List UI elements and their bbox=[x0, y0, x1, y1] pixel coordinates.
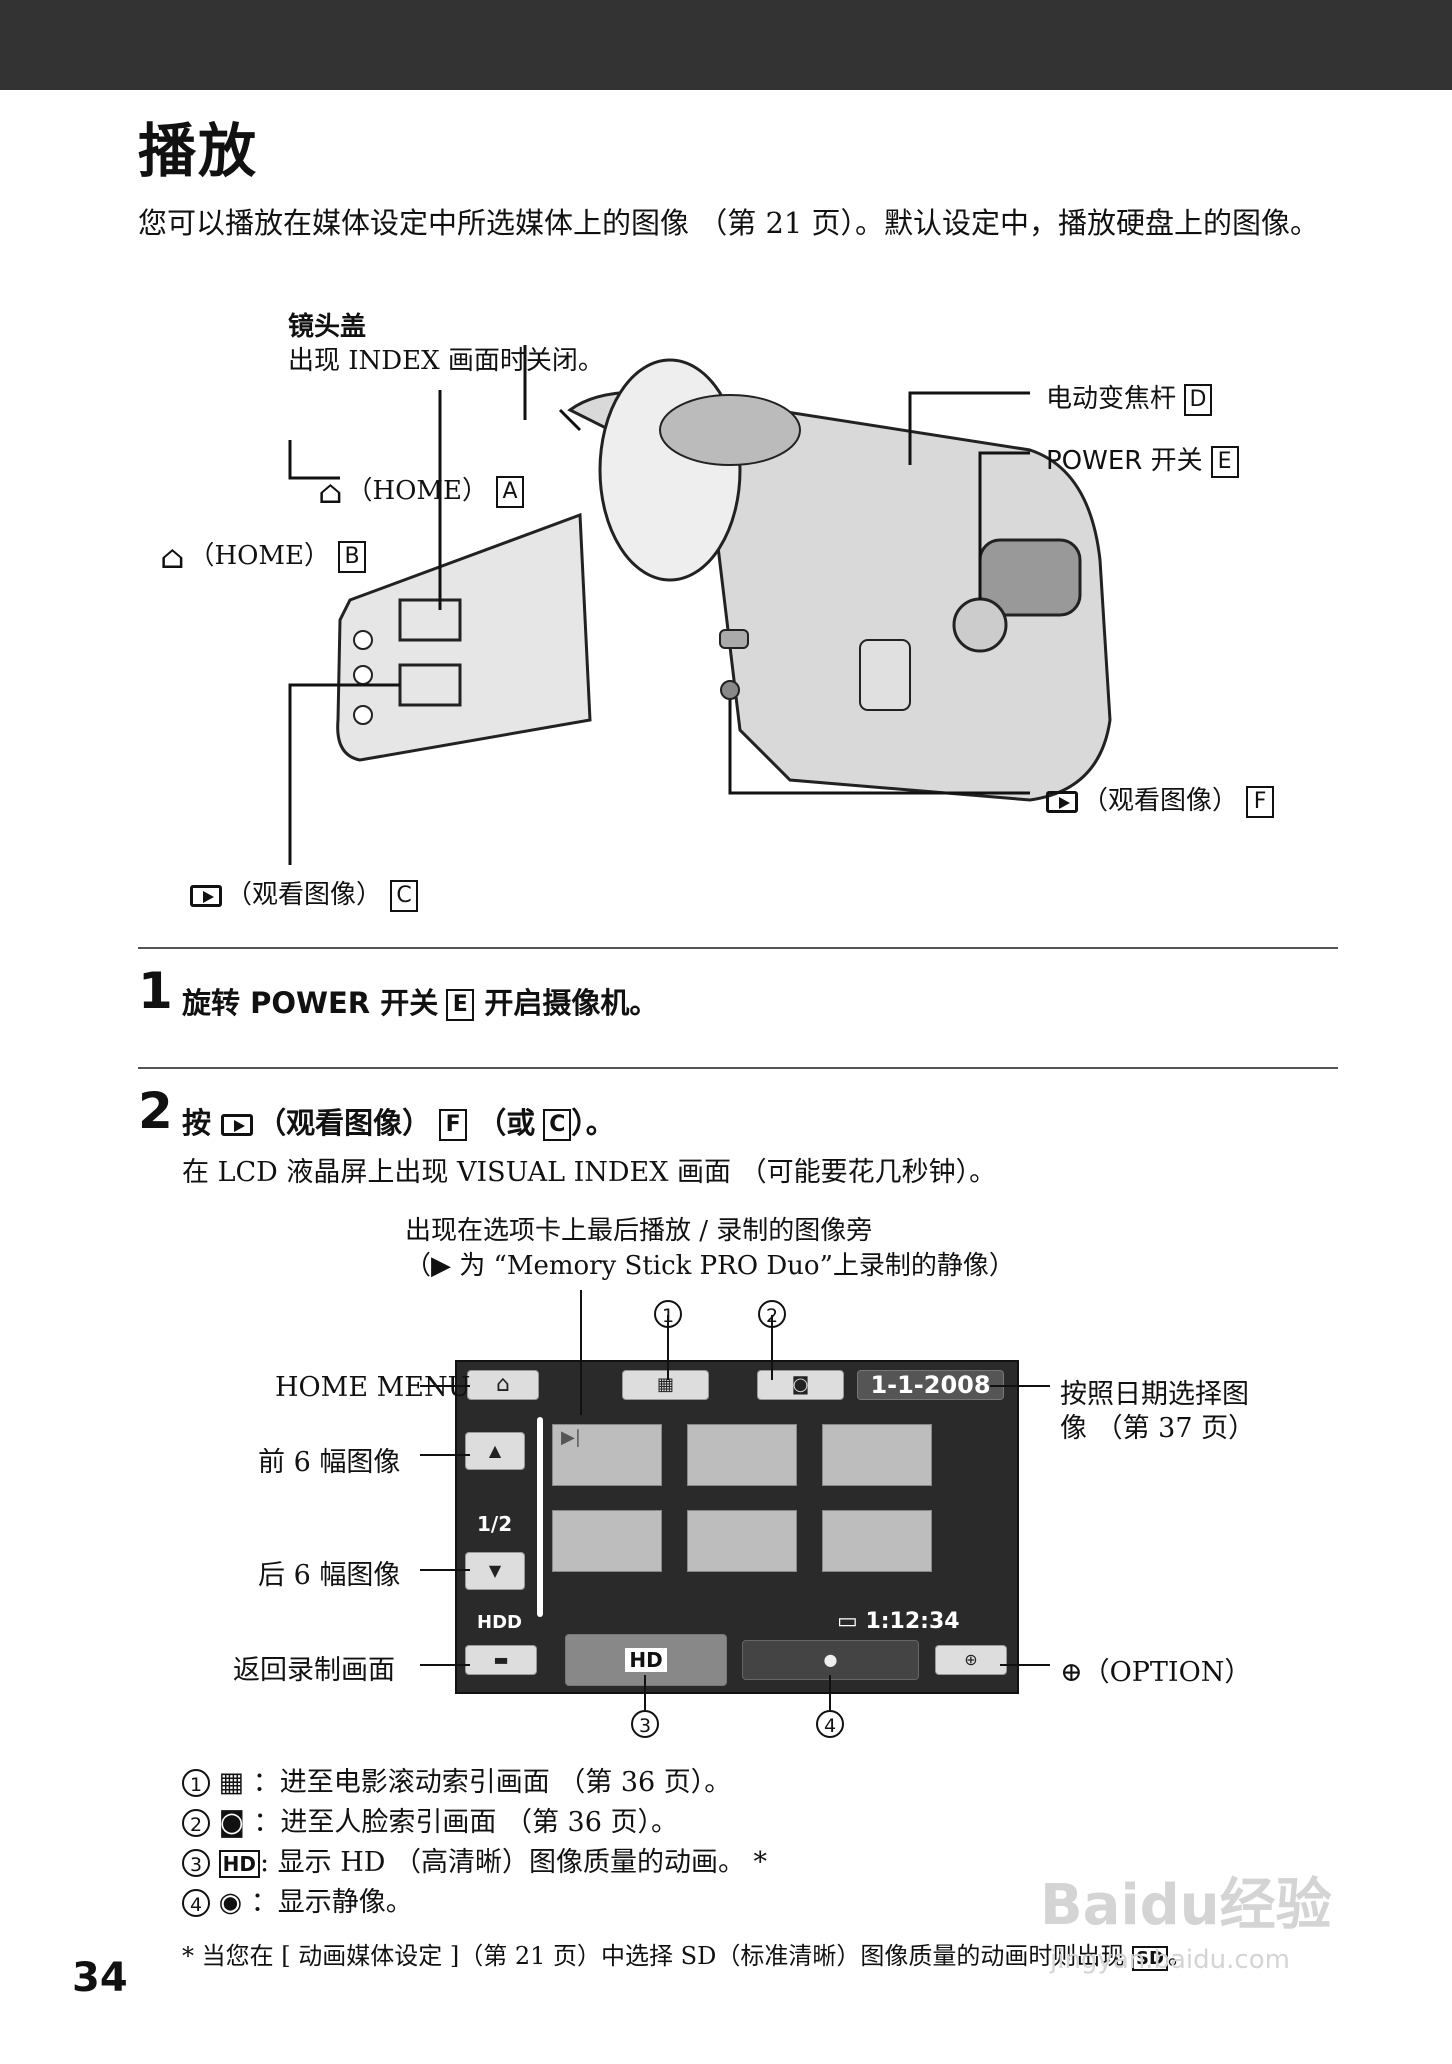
header-bar bbox=[0, 0, 1452, 90]
thumbnail[interactable] bbox=[687, 1424, 797, 1486]
play-icon bbox=[190, 884, 222, 907]
callout-2: 2 bbox=[758, 1300, 786, 1328]
face-index-icon: ◙ bbox=[218, 1807, 245, 1838]
lens-cap-title: 镜头盖 bbox=[288, 312, 367, 342]
callout-1: 1 bbox=[654, 1300, 682, 1328]
page-title: 播放 bbox=[138, 117, 259, 185]
scroll-bar[interactable] bbox=[537, 1417, 543, 1617]
legend-item-1: 1 ▦ ：进至电影滚动索引画面 （第 36 页）。 bbox=[182, 1760, 731, 1799]
letter-f: F bbox=[1246, 785, 1275, 818]
page-number: 34 bbox=[72, 1955, 128, 2001]
thumbnail[interactable] bbox=[552, 1510, 662, 1572]
return-recording-button[interactable]: ▬ bbox=[465, 1645, 537, 1675]
letter-c: C bbox=[390, 879, 419, 912]
callout-3: 3 bbox=[631, 1710, 659, 1738]
play-icon bbox=[221, 1114, 254, 1136]
callout-4: 4 bbox=[816, 1710, 844, 1738]
home-menu-button[interactable]: ⌂ bbox=[467, 1370, 539, 1400]
film-roll-tab[interactable]: ▦ bbox=[622, 1370, 709, 1400]
view-f-label: （观看图像）F bbox=[1046, 780, 1275, 818]
step-1-number: 1 bbox=[138, 962, 173, 1020]
home-menu-label: HOME MENU bbox=[275, 1372, 471, 1403]
thumbnail[interactable] bbox=[687, 1510, 797, 1572]
thumbnail[interactable] bbox=[822, 1424, 932, 1486]
time-indicator: ▭ 1:12:34 bbox=[837, 1609, 960, 1634]
hd-movie-icon: HD bbox=[218, 1850, 260, 1878]
last-played-marker-icon: ▶| bbox=[561, 1427, 581, 1448]
step-2-number: 2 bbox=[138, 1082, 173, 1140]
date-select-label-1: 按照日期选择图 bbox=[1060, 1379, 1249, 1410]
sd-movie-icon: SD bbox=[1132, 1946, 1168, 1971]
camcorder-illustration bbox=[288, 345, 1112, 865]
legend-item-2: 2 ◙ ：进至人脸索引画面 （第 36 页）。 bbox=[182, 1800, 678, 1839]
date-select-label-2: 像 （第 37 页） bbox=[1060, 1413, 1256, 1444]
lens-cap-desc: 出现 INDEX 画面时关闭。 bbox=[288, 346, 604, 376]
next-6-label: 后 6 幅图像 bbox=[258, 1560, 401, 1591]
home-icon: ⌂ bbox=[318, 473, 343, 511]
camera-icon: ◉ bbox=[218, 1887, 243, 1918]
thumbnail[interactable]: ▶| bbox=[552, 1424, 662, 1486]
option-button[interactable]: ⊕ bbox=[935, 1645, 1007, 1675]
date-button[interactable]: 1-1-2008 bbox=[857, 1370, 1004, 1400]
film-icon: ▭ bbox=[837, 1609, 866, 1634]
media-indicator: HDD bbox=[477, 1612, 522, 1633]
letter-a: A bbox=[496, 476, 525, 508]
intro-paragraph: 您可以播放在媒体设定中所选媒体上的图像 （第 21 页）。默认设定中，播放硬盘上… bbox=[138, 206, 1320, 240]
watermark-url: jingyan.baidu.com bbox=[1050, 1945, 1290, 1975]
divider bbox=[138, 1067, 1338, 1069]
prev-6-label: 前 6 幅图像 bbox=[258, 1447, 401, 1478]
step-2-sub: 在 LCD 液晶屏上出现 VISUAL INDEX 画面 （可能要花几秒钟）。 bbox=[182, 1157, 997, 1188]
thumbnail[interactable] bbox=[822, 1510, 932, 1572]
view-c-label: （观看图像）C bbox=[190, 874, 419, 912]
letter-e: E bbox=[1210, 445, 1239, 478]
footnote: * 当您在 [ 动画媒体设定 ]（第 21 页）中选择 SD（标准清晰）图像质量… bbox=[182, 1942, 1192, 1971]
home-a-label: ⌂（HOME）A bbox=[318, 470, 525, 511]
divider bbox=[138, 947, 1338, 949]
screen-callouts bbox=[420, 1290, 1050, 1710]
return-rec-label: 返回录制画面 bbox=[233, 1655, 395, 1686]
legend-item-4: 4 ◉ ：显示静像。 bbox=[182, 1880, 413, 1919]
film-roll-icon: ▦ bbox=[218, 1767, 245, 1798]
home-b-label: ⌂（HOME）B bbox=[160, 535, 367, 576]
next-page-button[interactable]: ▼ bbox=[465, 1552, 525, 1590]
photo-tab[interactable]: ● bbox=[742, 1640, 919, 1680]
watermark: Baidu经验 bbox=[1040, 1873, 1332, 1938]
caption-line-1: 出现在选项卡上最后播放 / 录制的图像旁 bbox=[405, 1216, 873, 1246]
letter-b: B bbox=[338, 541, 367, 573]
play-icon bbox=[1046, 790, 1078, 813]
visual-index-screen: ⌂ ▦ ◙ 1-1-2008 ▲ 1/2 ▼ ▶| HDD ▭ 1:12:34 … bbox=[455, 1360, 1019, 1694]
letter-d: D bbox=[1184, 383, 1213, 416]
prev-page-button[interactable]: ▲ bbox=[465, 1432, 525, 1470]
page-indicator: 1/2 bbox=[477, 1512, 513, 1536]
caption-line-2: （▶ 为 “Memory Stick PRO Duo”上录制的静像） bbox=[405, 1251, 1015, 1281]
home-icon: ⌂ bbox=[160, 538, 185, 576]
option-label: ⊕（OPTION） bbox=[1060, 1657, 1252, 1688]
option-icon: ⊕ bbox=[1060, 1657, 1083, 1688]
legend-item-3: 3 HD: 显示 HD （高清晰）图像质量的动画。 * bbox=[182, 1840, 767, 1879]
